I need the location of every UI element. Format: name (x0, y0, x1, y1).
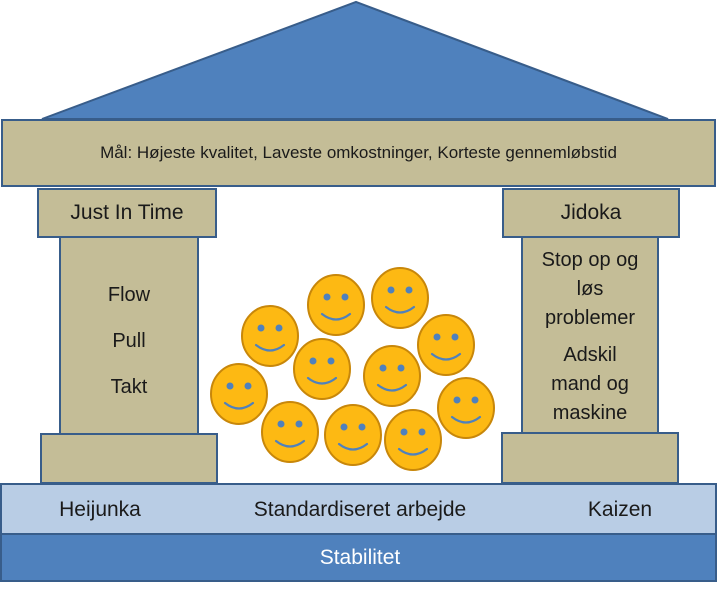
separate-line-1: Adskil (563, 344, 617, 366)
takt-label: Takt (110, 376, 148, 398)
jidoka-title: Jidoka (560, 201, 622, 224)
smiley-face-icon (210, 363, 268, 425)
right-pillar-base (501, 432, 679, 484)
left-pillar-base (40, 433, 218, 484)
smiley-face-icon (437, 377, 495, 439)
just-in-time-title: Just In Time (70, 201, 184, 224)
smiley-face-icon (307, 274, 365, 336)
right-pillar-capital (502, 188, 680, 238)
smiley-face-icon (324, 404, 382, 466)
standard-work-label: Standardiseret arbejde (253, 498, 467, 521)
smiley-face-icon (363, 345, 421, 407)
separate-line-2: mand og (551, 373, 629, 395)
stop-line-3: problemer (544, 307, 636, 329)
goal-text: Mål: Højeste kvalitet, Laveste omkostnin… (100, 143, 617, 162)
flow-label: Flow (107, 284, 151, 306)
right-pillar-items: Stop op og løs problemer Adskil mand og … (522, 246, 658, 428)
stop-line-2: løs (576, 278, 604, 300)
smiley-face-icon (371, 267, 429, 329)
stop-line-1: Stop op og (541, 249, 639, 271)
goal-beam (1, 119, 716, 187)
smiley-face-icon (261, 401, 319, 463)
right-pillar-shaft (521, 236, 659, 434)
kaizen-label: Kaizen (587, 498, 653, 521)
smiley-face-icon (417, 314, 475, 376)
stability-band (0, 533, 717, 582)
left-pillar-capital (37, 188, 217, 238)
people-group (210, 267, 495, 471)
smiley-face-icon (384, 409, 442, 471)
smiley-face-icon (241, 305, 299, 367)
left-pillar-shaft (59, 236, 199, 435)
pull-label: Pull (112, 330, 146, 352)
stability-label: Stabilitet (319, 546, 401, 569)
separate-line-3: maskine (552, 402, 628, 424)
roof-triangle (41, 0, 669, 120)
heijunka-label: Heijunka (59, 498, 141, 521)
smiley-face-icon (293, 338, 351, 400)
left-pillar-items: Flow Pull Takt (60, 272, 198, 410)
